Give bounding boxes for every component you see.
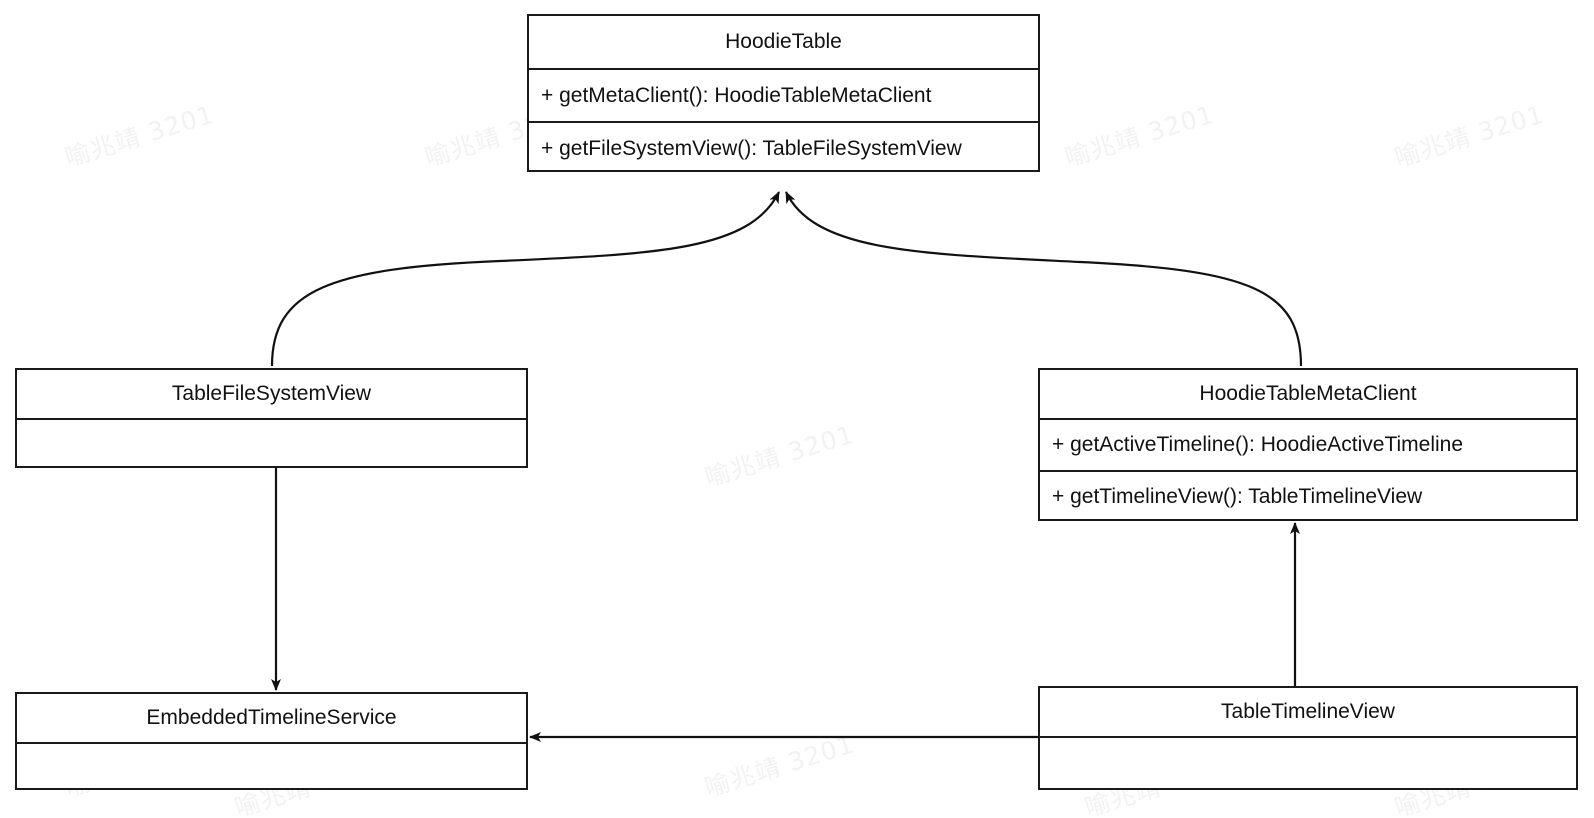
watermark-text: 喻兆靖 3201 xyxy=(61,99,218,173)
class-box-hoodietablemetaclient[interactable]: HoodieTableMetaClient + getActiveTimelin… xyxy=(1038,368,1578,521)
class-members-hoodietable-2: + getFileSystemView(): TableFileSystemVi… xyxy=(529,121,1038,174)
watermark-text: 喻兆靖 3201 xyxy=(701,419,858,493)
class-members-tablefilesystemview xyxy=(17,418,526,468)
empty-compartment xyxy=(17,420,526,468)
watermark-text: 喻兆靖 3201 xyxy=(701,729,858,803)
class-member: + getTimelineView(): TableTimelineView xyxy=(1052,485,1423,508)
empty-compartment xyxy=(17,744,526,790)
edge-hoodietablemetaclient-to-hoodietable xyxy=(785,191,1303,367)
class-name-hoodietable: HoodieTable xyxy=(725,30,842,53)
class-members-hoodietablemetaclient: + getActiveTimeline(): HoodieActiveTimel… xyxy=(1040,418,1576,470)
class-box-embeddedtimelineservice[interactable]: EmbeddedTimelineService xyxy=(15,692,528,790)
watermark-text: 喻兆靖 3201 xyxy=(1391,99,1548,173)
class-name-embeddedtimelineservice: EmbeddedTimelineService xyxy=(146,706,397,729)
class-member: + getActiveTimeline(): HoodieActiveTimel… xyxy=(1052,433,1464,456)
class-members-embeddedtimelineservice xyxy=(17,742,526,790)
class-members-hoodietable: + getMetaClient(): HoodieTableMetaClient xyxy=(529,68,1038,121)
class-name-tabletimelineview: TableTimelineView xyxy=(1221,700,1395,723)
class-name-tablefilesystemview: TableFileSystemView xyxy=(171,382,372,405)
class-member: + getFileSystemView(): TableFileSystemVi… xyxy=(541,136,962,160)
class-name-hoodietablemetaclient: HoodieTableMetaClient xyxy=(1199,382,1417,405)
class-box-hoodietable[interactable]: HoodieTable + getMetaClient(): HoodieTab… xyxy=(527,14,1040,172)
class-members-tabletimelineview xyxy=(1040,736,1576,790)
watermark-text: 喻兆靖 3201 xyxy=(1061,99,1218,173)
empty-compartment xyxy=(1040,738,1576,790)
edge-tablefilesystemview-to-hoodietable xyxy=(270,191,780,367)
class-members-hoodietablemetaclient-2: + getTimelineView(): TableTimelineView xyxy=(1040,470,1576,522)
class-box-tablefilesystemview[interactable]: TableFileSystemView xyxy=(15,368,528,468)
class-box-tabletimelineview[interactable]: TableTimelineView xyxy=(1038,686,1578,790)
class-member: + getMetaClient(): HoodieTableMetaClient xyxy=(541,83,932,107)
